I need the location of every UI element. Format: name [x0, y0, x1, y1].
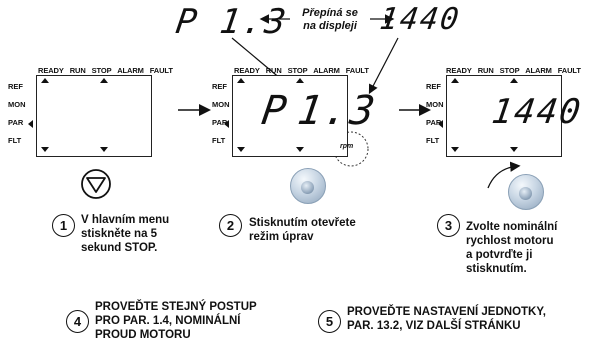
stop-down-indicator-icon	[510, 147, 518, 152]
step-4-line: PROVEĎTE STEJNÝ POSTUP	[95, 301, 257, 313]
status-ready: READY	[38, 66, 64, 75]
stop-indicator-icon	[510, 78, 518, 83]
flt-indicator-icon	[451, 147, 459, 152]
step-2-text: Stisknutím otevřete režim úprav	[249, 216, 356, 244]
step-2-line: Stisknutím otevřete	[249, 217, 356, 229]
step-5-number: 5	[318, 310, 341, 333]
step-1-line: sekund STOP.	[81, 242, 158, 254]
step-4-number: 4	[66, 310, 89, 333]
status-run: RUN	[265, 66, 282, 75]
stop-indicator-icon	[100, 78, 108, 83]
step-1-number: 1	[52, 214, 75, 237]
status-fault: FAULT	[149, 66, 173, 75]
panel-1-frame	[36, 75, 152, 157]
status-row-2: READY RUN STOP ALARM FAULT	[234, 66, 369, 75]
step-3-line: stisknutím.	[466, 263, 527, 275]
status-alarm: ALARM	[313, 66, 340, 75]
side-flt: FLT	[426, 136, 440, 145]
step-4-text: PROVEĎTE STEJNÝ POSTUP PRO PAR. 1.4, NOM…	[95, 300, 257, 342]
side-par: PAR	[212, 118, 228, 127]
flt-indicator-icon	[237, 147, 245, 152]
stop-triangle-icon[interactable]	[80, 168, 112, 200]
status-ready: READY	[446, 66, 472, 75]
status-run: RUN	[477, 66, 494, 75]
side-ref: REF	[212, 82, 227, 91]
stop-down-indicator-icon	[296, 147, 304, 152]
step-2-number: 2	[219, 214, 242, 237]
panel-2-unit: rpm	[340, 143, 354, 150]
status-stop: STOP	[287, 66, 308, 75]
step-2-line: režim úprav	[249, 231, 314, 243]
caption-line-1: Přepíná se	[302, 7, 358, 19]
top-caption: Přepíná se na displeji	[290, 7, 370, 33]
status-run: RUN	[69, 66, 86, 75]
par-indicator-icon	[28, 120, 33, 128]
side-mon: MON	[8, 100, 26, 109]
step-5-text: PROVEĎTE NASTAVENÍ JEDNOTKY, PAR. 13.2, …	[347, 305, 546, 333]
side-ref: REF	[8, 82, 23, 91]
ready-indicator-icon	[451, 78, 459, 83]
step-4-line: PROUD MOTORU	[95, 329, 191, 341]
side-flt: FLT	[8, 136, 22, 145]
status-stop: STOP	[91, 66, 112, 75]
panel-2-value: 1.3	[294, 88, 380, 134]
step-3-line: Zvolte nominální	[466, 221, 558, 233]
step-5-line: PROVEĎTE NASTAVENÍ JEDNOTKY,	[347, 306, 546, 318]
stop-down-indicator-icon	[100, 147, 108, 152]
status-row-3: READY RUN STOP ALARM FAULT	[446, 66, 581, 75]
panel-3-value: 1440	[489, 92, 585, 132]
par-indicator-icon	[224, 120, 229, 128]
ready-indicator-icon	[41, 78, 49, 83]
par-indicator-icon	[438, 120, 443, 128]
stop-indicator-icon	[296, 78, 304, 83]
ready-indicator-icon	[237, 78, 245, 83]
step-1-text: V hlavním menu stiskněte na 5 sekund STO…	[81, 213, 169, 255]
side-ref: REF	[426, 82, 441, 91]
status-fault: FAULT	[557, 66, 581, 75]
step-3-number: 3	[437, 214, 460, 237]
flt-indicator-icon	[41, 147, 49, 152]
step-3-line: rychlost motoru	[466, 235, 554, 247]
step-1-line: stiskněte na 5	[81, 228, 158, 240]
side-par: PAR	[426, 118, 442, 127]
side-flt: FLT	[212, 136, 226, 145]
status-alarm: ALARM	[525, 66, 552, 75]
side-mon: MON	[426, 100, 444, 109]
step-5-line: PAR. 13.2, VIZ DALŠÍ STRÁNKU	[347, 320, 521, 332]
knob-button-icon[interactable]	[290, 168, 326, 204]
step-1-line: V hlavním menu	[81, 214, 170, 226]
panel-2-frame	[232, 75, 348, 157]
side-par: PAR	[8, 118, 24, 127]
status-fault: FAULT	[345, 66, 369, 75]
status-ready: READY	[234, 66, 260, 75]
side-mon: MON	[212, 100, 230, 109]
status-stop: STOP	[499, 66, 520, 75]
status-row-1: READY RUN STOP ALARM FAULT	[38, 66, 173, 75]
panel-3-frame	[446, 75, 562, 157]
step-3-line: a potvrďte ji	[466, 249, 533, 261]
rotate-arrow-icon	[487, 161, 521, 189]
step-4-line: PRO PAR. 1.4, NOMINÁLNÍ	[95, 315, 241, 327]
caption-line-2: na displeji	[303, 20, 357, 32]
status-alarm: ALARM	[117, 66, 144, 75]
step-3-text: Zvolte nominální rychlost motoru a potvr…	[466, 220, 557, 276]
knob-button-icon[interactable]	[508, 174, 544, 210]
